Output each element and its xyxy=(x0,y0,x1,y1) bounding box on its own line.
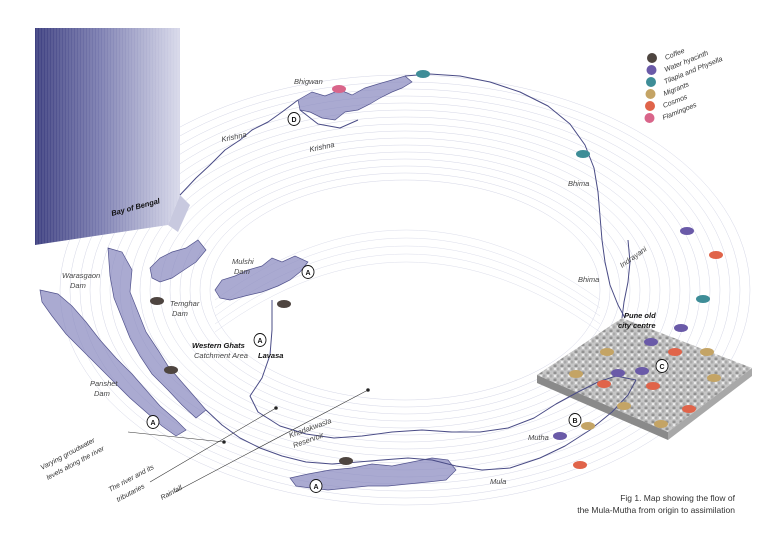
warasgaon-label-2: Dam xyxy=(70,281,86,290)
bhima-label-2: Bhima xyxy=(578,275,599,284)
legend-swatch xyxy=(647,53,657,63)
svg-text:B: B xyxy=(572,418,577,425)
map-dots xyxy=(150,70,723,469)
map-dot xyxy=(164,366,178,374)
map-dot xyxy=(150,297,164,305)
krishna-label-1: Krishna xyxy=(221,130,248,144)
map-dot xyxy=(674,324,688,332)
map-dot xyxy=(600,348,614,356)
map-dot xyxy=(611,369,625,377)
svg-text:A: A xyxy=(257,338,262,345)
temghar-reservoir xyxy=(149,239,207,283)
temghar-label-1: Temghar xyxy=(170,299,200,308)
map-dot xyxy=(709,251,723,259)
map-dot xyxy=(573,461,587,469)
marker-d: D xyxy=(287,112,301,126)
rivers xyxy=(179,73,637,471)
map-dot xyxy=(553,432,567,440)
marker-a-khadakwasla: A xyxy=(309,479,323,493)
marker-a-lavasa: A xyxy=(253,333,267,347)
mulshi-label-2: Dam xyxy=(234,267,250,276)
map-dot xyxy=(700,348,714,356)
map-dot xyxy=(597,380,611,388)
map-dot xyxy=(277,300,291,308)
map-dot xyxy=(707,374,721,382)
map-dot xyxy=(646,382,660,390)
svg-text:A: A xyxy=(305,270,310,277)
panshet-label-2: Dam xyxy=(94,389,110,398)
map-dot xyxy=(680,227,694,235)
marker-c: C xyxy=(655,359,669,373)
mulshi-reservoir xyxy=(214,255,309,301)
map-dot xyxy=(644,338,658,346)
pune-label-1: Pune old xyxy=(624,311,656,320)
temghar-label-2: Dam xyxy=(172,309,188,318)
marker-a-mulshi: A xyxy=(301,265,315,279)
side-labels: Varying groudwater levels along the rive… xyxy=(40,437,184,504)
map-dot xyxy=(682,405,696,413)
marker-a-panshet: A xyxy=(146,415,160,429)
map-dot xyxy=(654,420,668,428)
map-dot xyxy=(696,295,710,303)
reservoirs xyxy=(39,75,457,491)
panshet-label-1: Panshet xyxy=(90,379,118,388)
svg-text:A: A xyxy=(150,420,155,427)
map-dot xyxy=(668,348,682,356)
map-dot xyxy=(569,370,583,378)
warasgaon-label-1: Warasgaon xyxy=(62,271,100,280)
circled-markers: D A A A A B C xyxy=(146,112,669,493)
map-dot xyxy=(581,422,595,430)
caption-line-1: Fig 1. Map showing the flow of xyxy=(620,493,735,503)
map-dot xyxy=(617,402,631,410)
leader-lines xyxy=(127,388,370,493)
mutha-river xyxy=(249,300,637,439)
map-dot xyxy=(416,70,430,78)
marker-b: B xyxy=(568,413,582,427)
legend-swatch xyxy=(646,65,657,75)
rainfall-label: Rainfall xyxy=(160,484,184,501)
caption: Fig 1. Map showing the flow of the Mula-… xyxy=(577,493,735,515)
krishna-branch xyxy=(299,109,359,129)
bhima-river xyxy=(404,73,626,319)
mula-label: Mula xyxy=(490,477,506,486)
map-dot xyxy=(332,85,346,93)
indrayani-river xyxy=(621,239,631,319)
svg-text:D: D xyxy=(291,117,296,124)
legend-swatch xyxy=(645,101,655,111)
pune-label-2: city centre xyxy=(618,321,656,330)
khadakwasla-reservoir xyxy=(289,457,457,491)
map-dot xyxy=(339,457,353,465)
legend-swatch xyxy=(646,77,656,87)
panshet-reservoir xyxy=(39,289,187,437)
map-dot xyxy=(576,150,590,158)
mutha-label: Mutha xyxy=(528,433,549,442)
svg-text:C: C xyxy=(659,364,664,371)
caption-line-2: the Mula-Mutha from origin to assimilati… xyxy=(577,505,735,515)
western-ghats-label-2: Catchment Area xyxy=(194,351,248,360)
bay-of-bengal-block xyxy=(35,28,190,245)
bhima-label-1: Bhima xyxy=(568,179,589,188)
legend-swatch xyxy=(645,89,656,99)
western-ghats-label-1: Western Ghats xyxy=(192,341,245,350)
krishna-river xyxy=(179,99,299,196)
mula-river xyxy=(205,379,637,471)
svg-text:A: A xyxy=(313,484,318,491)
legend-swatch xyxy=(644,113,655,123)
pune-city-block xyxy=(537,318,752,440)
map-dot xyxy=(635,367,649,375)
lavasa-label: Lavasa xyxy=(258,351,283,360)
mulshi-label-1: Mulshi xyxy=(232,257,254,266)
bhigwan-label: Bhigwan xyxy=(294,77,323,86)
